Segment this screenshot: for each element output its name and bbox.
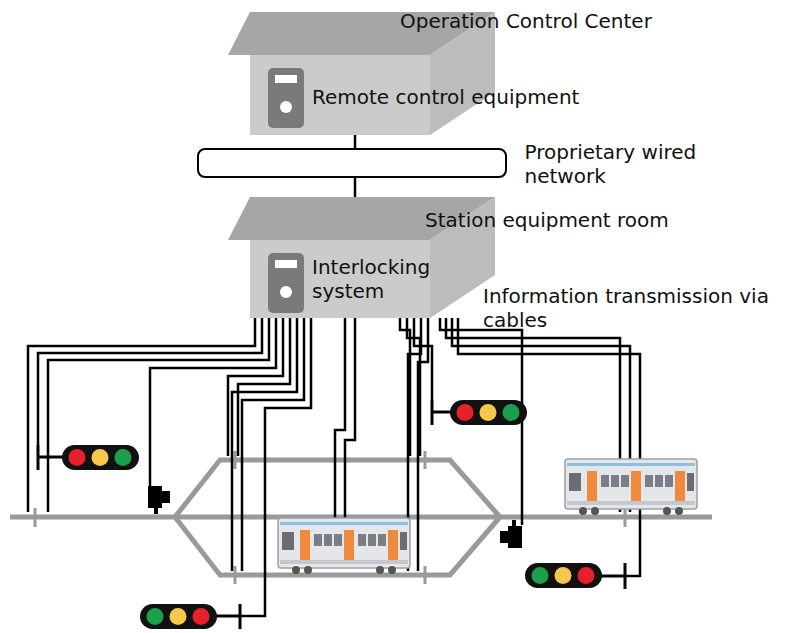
node-heading: Station equipment room bbox=[425, 208, 765, 232]
node-label: Interlocking system bbox=[312, 255, 452, 303]
track bbox=[10, 460, 712, 575]
connector bbox=[355, 135, 356, 148]
signal bbox=[140, 604, 240, 629]
signal bbox=[525, 563, 625, 589]
train bbox=[278, 518, 410, 574]
train bbox=[565, 459, 697, 515]
signal bbox=[38, 445, 139, 470]
node-label: Proprietary wired network bbox=[525, 140, 775, 188]
node-heading: Operation Control Center bbox=[400, 9, 760, 33]
building: Operation Control CenterRemote control e… bbox=[228, 12, 495, 135]
building: Station equipment roomInterlocking syste… bbox=[228, 197, 495, 318]
node-label: Remote control equipment bbox=[312, 85, 692, 109]
signal bbox=[432, 400, 527, 425]
signal-cable bbox=[28, 318, 640, 616]
annotation: Information transmission via cables bbox=[483, 284, 783, 332]
connector bbox=[355, 178, 356, 197]
network-bar: Proprietary wired network bbox=[197, 148, 507, 178]
